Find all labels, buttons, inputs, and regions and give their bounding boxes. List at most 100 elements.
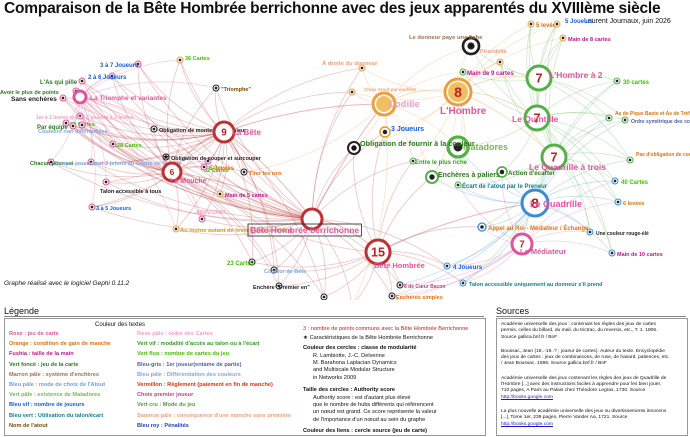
graph-edge: [62, 97, 225, 134]
feature-label: Obligation de fournir à la couleur: [360, 139, 475, 148]
graph-edge: [399, 243, 523, 286]
graph-edge: [111, 75, 225, 133]
feature-node: 30 cartes: [613, 77, 650, 86]
graph-edge: [528, 23, 555, 158]
game-node-mediateur: 7Le Médiateur: [510, 232, 566, 256]
feature-label: Couleurs non différentiées: [38, 129, 108, 135]
legend-line: que le nombre de hubs différents qui réf…: [313, 402, 434, 409]
text-color-item: Bleu-gris : 1er joueur(entame de partie): [137, 361, 242, 368]
source-line[interactable]: http://books.google.com: [501, 421, 553, 427]
feature-node: ★Le donneur paye une fiche: [409, 35, 483, 56]
feature-label: Main de 9 cartes: [467, 71, 514, 77]
text-color-item: Vert foncé : jeu de la carte: [9, 361, 79, 368]
legend-line: and Multiscale Modular Structure: [313, 367, 395, 374]
feature-node: Choix Atout par enchère: [348, 87, 417, 96]
legend-line: Authority score : est d'autant plus élev…: [313, 395, 411, 401]
feature-node: Au moins autant de levées que le contrat: [172, 225, 293, 234]
text-color-item: Bleu vert : Utilisation du talon/écart: [9, 412, 104, 419]
graph-edge: [166, 59, 181, 173]
feature-node: 2 à 6 Joueurs: [88, 72, 127, 81]
feature-node: Ordre symétrique des couleurs: [621, 116, 690, 125]
source-line: Boussac, Jean (18..-19..? ; joueur de ca…: [501, 348, 665, 354]
feature-node: 36 Cartes: [176, 56, 210, 64]
feature-label: Pas d'obligation de couper et surcouper: [636, 152, 690, 158]
graph-edge: [111, 75, 313, 220]
feature-dot: [64, 121, 68, 125]
graph-edge: [137, 63, 173, 173]
sources-divider: [496, 316, 686, 317]
game-fill: [525, 193, 545, 213]
text-color-item: Bleu pâle : mode de choix de l'Atout: [9, 382, 106, 388]
feature-node: À droite du donneur: [322, 60, 378, 72]
feature-dot: [272, 268, 276, 272]
game-fill: [305, 212, 319, 226]
text-color-item: Vert pâle : existence de Matadores: [9, 392, 101, 399]
text-color-item: Fushia : taille de la main: [9, 351, 74, 358]
source-entry: Académie universelle des jeux : contenan…: [501, 322, 683, 341]
graph-edge: [81, 124, 225, 140]
legend-line: R. Lambiotte, J.-C. Delvenne: [313, 353, 385, 359]
feature-node: Main de 10 cartes: [608, 249, 663, 258]
feature-node: 3 à 5 Joueurs: [88, 203, 131, 212]
graph-edge: [203, 166, 313, 220]
source-line: La plus nouvelle académie universelle de…: [501, 409, 667, 414]
graph-edge: [79, 81, 217, 98]
feature-dot: [78, 114, 82, 118]
graph-edge: [311, 218, 448, 267]
graph-edge: [171, 171, 253, 263]
graph-edge: [79, 115, 173, 173]
feature-dot: [561, 36, 565, 40]
graph-edge: [371, 131, 386, 253]
highlight-box: [247, 223, 362, 237]
feature-label: 5 Joueurs: [565, 19, 594, 25]
graph-edge: [545, 23, 558, 158]
graph-edge: [79, 96, 203, 220]
feature-label: Choix Atout par enchère: [364, 87, 417, 92]
feature-dot: [111, 142, 115, 146]
graph-edge: [548, 37, 564, 158]
feature-label: Talon accessible à tous: [100, 189, 161, 195]
game-score: 7: [550, 151, 557, 165]
graph-edge: [79, 96, 209, 162]
graph-edge: [65, 122, 173, 173]
text-color-item: Rose pâle : ordre des Cartes: [137, 331, 213, 337]
graph-edge: [536, 117, 613, 254]
graph-edge: [65, 122, 225, 141]
feature-dot: [467, 42, 475, 50]
graph-edge: [79, 96, 177, 230]
feature-label: À droite du donneur: [322, 60, 378, 67]
graph-edge: [91, 206, 313, 231]
text-color-item: Marron pâle : système d'enchères: [9, 371, 99, 378]
graph-edge: [65, 122, 313, 220]
feature-label: Pirandolla: [480, 49, 508, 55]
feature-dot: [351, 145, 357, 151]
graph-edge: [81, 124, 313, 220]
star-note: ★ Caractéristiques de la Bête Hombrée Be…: [303, 334, 433, 342]
link-colors: Couleur des liens : cercle source (jeu d…: [303, 428, 428, 434]
star-note-text: Caractéristiques de la Bête Hombrée Berr…: [309, 335, 434, 341]
graph-edge: [90, 131, 225, 163]
author-credit: Laurent Journaux, juin 2026: [584, 18, 671, 25]
source-line[interactable]: http://books.google.com: [501, 394, 553, 400]
graph-edge: [223, 67, 363, 133]
graph-edge: [223, 131, 313, 220]
graph-edge: [311, 160, 414, 220]
author-name: Laurent Journaux, juin 2026: [584, 18, 671, 25]
game-node-quadrille3: 7Le Quadrille à trois: [529, 143, 606, 172]
feature-dot: [555, 22, 559, 26]
source-line: des jeux de cartes : jeux de combinaison…: [501, 355, 670, 361]
feature-node: Main de 5 cartes: [216, 190, 268, 199]
graph-edge: [105, 181, 313, 222]
feature-node: Couleur de Bête: [264, 266, 306, 275]
feature-node: ARDV/1009?: [196, 210, 226, 223]
feature-label: 5 levées: [536, 23, 560, 29]
feature-dot: [174, 227, 178, 231]
feature-node: Par équipe: [37, 122, 77, 131]
game-fill: [515, 237, 529, 251]
feature-label: Au moins autant de levées que le contrat: [180, 228, 293, 234]
feature-dot: [49, 160, 53, 164]
gephi-credit: Graphe réalisé avec le logiciel Gephi 0.…: [4, 280, 130, 287]
feature-node: Chaque joueur met 2 jetons au centre de …: [53, 158, 182, 167]
